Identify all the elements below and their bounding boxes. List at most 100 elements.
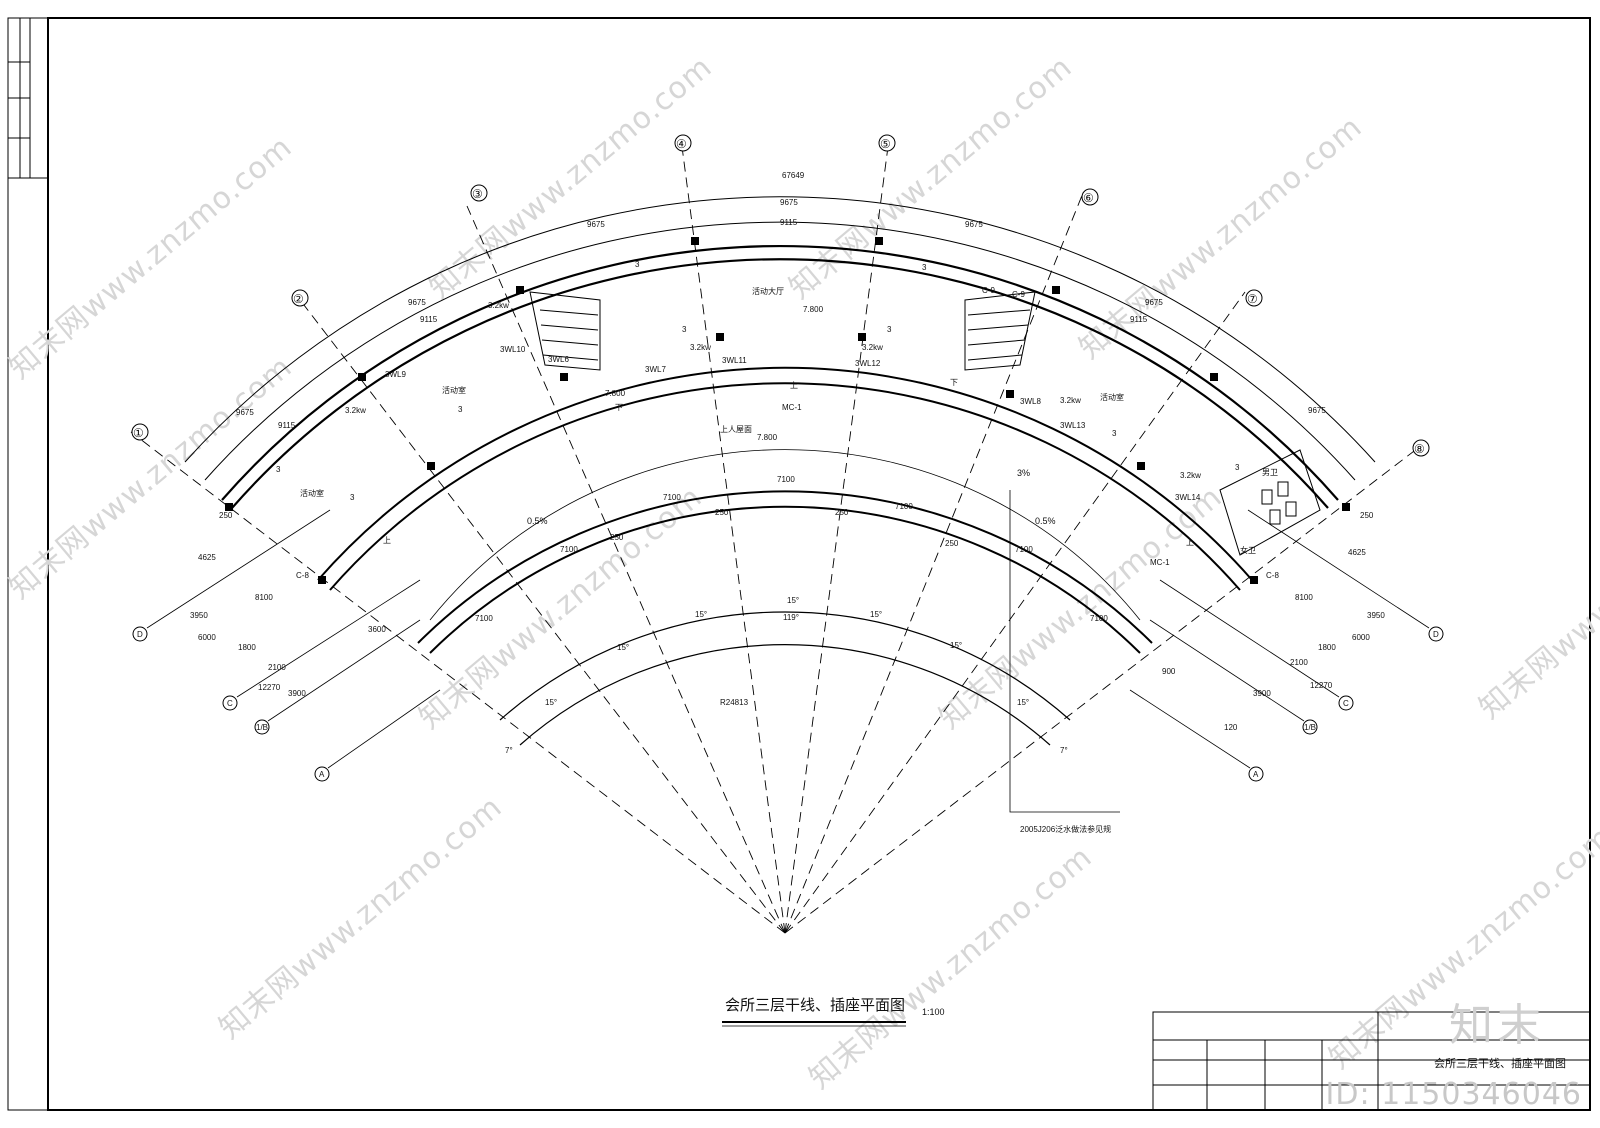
svg-text:250: 250 [835,508,849,517]
svg-text:1800: 1800 [1318,643,1336,652]
svg-text:C: C [227,699,233,708]
brand-id-watermark: ID: 1150346046 [1325,1077,1582,1112]
svg-text:9115: 9115 [780,218,798,227]
grid-axis-labels: ① ② ③ ④ ⑤ ⑥ ⑦ ⑧ [133,137,1425,456]
svg-text:下: 下 [950,378,958,387]
svg-text:9675: 9675 [780,198,798,207]
svg-text:15°: 15° [695,610,707,619]
svg-text:250: 250 [945,539,959,548]
svg-text:0.5%: 0.5% [527,516,548,526]
grid-axis-bubbles [131,134,1430,457]
svg-text:上: 上 [1186,538,1194,547]
svg-text:3WL9: 3WL9 [385,370,406,379]
svg-text:7°: 7° [1060,746,1068,755]
svg-text:A: A [1253,770,1259,779]
svg-text:8100: 8100 [1295,593,1313,602]
svg-text:9675: 9675 [965,220,983,229]
svg-text:2100: 2100 [268,663,286,672]
svg-text:知末网www.znzmo.com: 知末网www.znzmo.com [213,789,509,1046]
svg-text:上: 上 [383,536,391,545]
svg-text:9115: 9115 [1130,315,1148,324]
drawing-title: 会所三层干线、插座平面图 1:100 [722,996,945,1027]
svg-text:3.2kw: 3.2kw [690,343,711,352]
svg-text:9675: 9675 [236,408,254,417]
svg-text:会所三层干线、插座平面图: 会所三层干线、插座平面图 [725,996,905,1014]
svg-text:7100: 7100 [663,493,681,502]
wire-counts: 3 3 3 3 3 3 3 3 3 [276,260,1240,502]
svg-text:A: A [319,770,325,779]
svg-text:15°: 15° [870,610,882,619]
svg-text:活动室: 活动室 [442,385,466,395]
svg-text:12270: 12270 [1310,681,1333,690]
svg-text:3WL14: 3WL14 [1175,493,1201,502]
svg-text:3.2kw: 3.2kw [488,301,509,310]
binding-strip [7,17,49,179]
svg-text:R24813: R24813 [720,698,749,707]
svg-text:1/B: 1/B [1304,723,1316,732]
stairs-left [529,291,601,371]
svg-text:3: 3 [682,325,687,334]
svg-text:③: ③ [472,187,483,201]
watermarks: 知末网www.znzmo.com 知末网www.znzmo.com 知末网www… [3,49,1600,1096]
svg-text:3WL8: 3WL8 [1020,397,1041,406]
svg-text:250: 250 [715,508,729,517]
svg-text:3WL7: 3WL7 [645,365,666,374]
brand-watermark: 知末 [1449,1000,1545,1051]
svg-text:2005J206泛水做法参见规: 2005J206泛水做法参见规 [1020,824,1111,834]
svg-text:7.800: 7.800 [757,433,778,442]
toilets [1219,449,1321,556]
svg-text:3900: 3900 [1253,689,1271,698]
stairs-right [964,291,1036,371]
svg-text:3: 3 [1235,463,1240,472]
svg-text:7100: 7100 [1090,614,1108,623]
svg-text:3WL12: 3WL12 [855,359,881,368]
svg-text:3WL13: 3WL13 [1060,421,1086,430]
svg-text:3: 3 [458,405,463,414]
svg-text:MC-1: MC-1 [782,403,802,412]
svg-text:3: 3 [276,465,281,474]
svg-text:900: 900 [1162,667,1176,676]
svg-text:1800: 1800 [238,643,256,652]
svg-text:250: 250 [219,511,233,520]
inner-frame [47,17,1591,1111]
svg-text:3900: 3900 [288,689,306,698]
columns [225,237,1350,584]
svg-text:⑦: ⑦ [1247,292,1258,306]
svg-text:活动室: 活动室 [300,488,324,498]
svg-text:15°: 15° [617,643,629,652]
svg-text:④: ④ [676,137,687,151]
svg-text:上人屋面: 上人屋面 [720,425,752,434]
svg-text:7100: 7100 [560,545,578,554]
svg-text:9675: 9675 [1308,406,1326,415]
svg-text:⑥: ⑥ [1083,191,1094,205]
svg-text:3950: 3950 [1367,611,1385,620]
svg-text:3: 3 [1112,429,1117,438]
svg-text:2100: 2100 [1290,658,1308,667]
svg-text:活动室: 活动室 [1100,392,1124,402]
svg-text:1/B: 1/B [256,723,268,732]
svg-text:知末网www.znzmo.com: 知末网www.znzmo.com [1473,469,1600,726]
dimension-texts: 67649 9675 9115 9675 9675 9675 9115 9675… [190,171,1385,732]
level-marks: 7.800 7.800 7.800 0.5% 0.5% 3% [527,305,1056,526]
svg-text:知末网www.znzmo.com: 知末网www.znzmo.com [783,49,1079,306]
svg-text:①: ① [133,426,144,440]
svg-text:0.5%: 0.5% [1035,516,1056,526]
svg-text:D: D [1433,630,1439,639]
svg-text:7.800: 7.800 [803,305,824,314]
svg-text:MC-1: MC-1 [1150,558,1170,567]
load-labels: 3.2kw 3.2kw 3.2kw 3.2kw 3.2kw 3.2kw [345,301,1201,480]
svg-text:1:100: 1:100 [922,1007,945,1017]
svg-text:15°: 15° [787,596,799,605]
svg-text:3: 3 [887,325,892,334]
svg-text:7100: 7100 [777,475,795,484]
svg-text:7100: 7100 [895,502,913,511]
svg-text:3.2kw: 3.2kw [1060,396,1081,405]
svg-text:6000: 6000 [1352,633,1370,642]
svg-text:知末网www.znzmo.com: 知末网www.znzmo.com [933,479,1229,736]
svg-text:3950: 3950 [190,611,208,620]
svg-text:4625: 4625 [198,553,216,562]
svg-text:②: ② [293,292,304,306]
svg-text:3WL11: 3WL11 [722,356,747,365]
svg-text:男卫: 男卫 [1262,468,1278,477]
svg-text:3WL6: 3WL6 [548,355,569,364]
